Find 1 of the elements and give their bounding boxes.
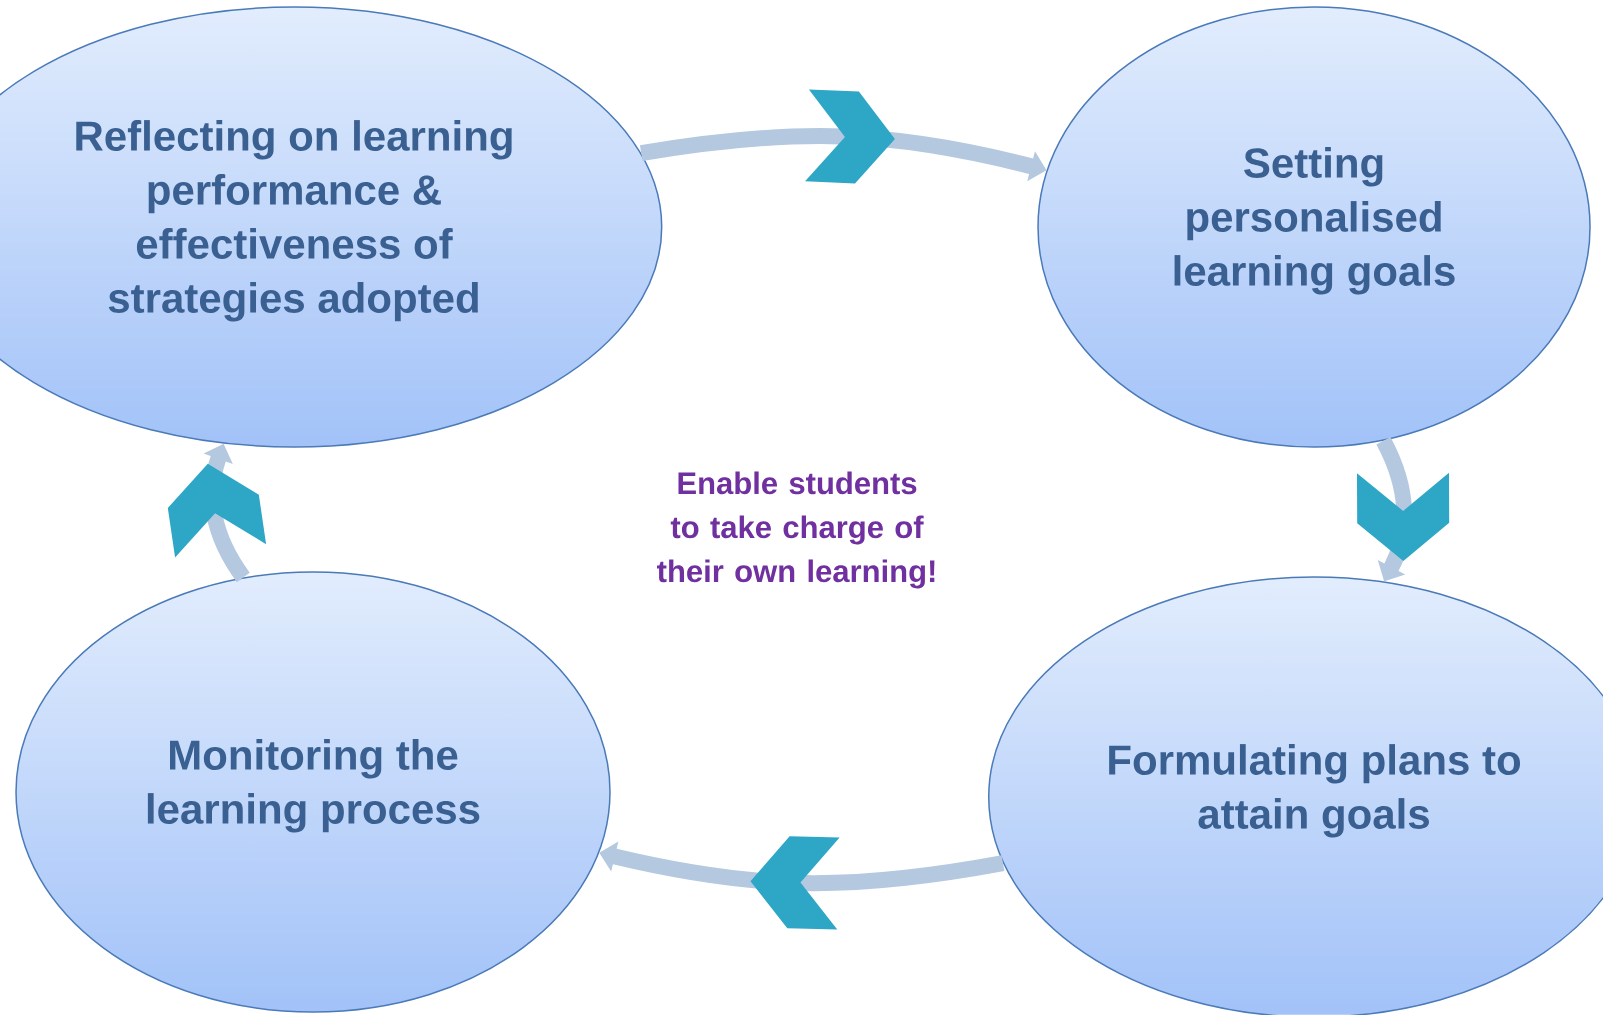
center-text: Enable students to take charge of their own learning! xyxy=(657,471,935,589)
